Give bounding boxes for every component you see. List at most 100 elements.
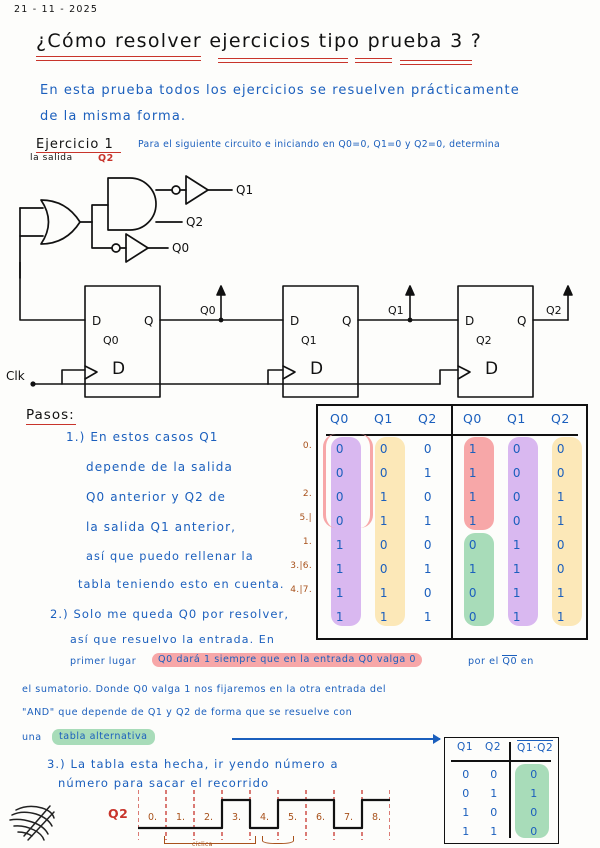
table-cell: 1 — [468, 490, 478, 504]
step2-line-1: así que resuelvo la entrada. En — [70, 633, 275, 646]
alt-cell: 1 — [462, 825, 470, 838]
alt-cell: 1 — [462, 806, 470, 819]
row-marker-0: 0. — [302, 441, 312, 451]
cycle-brace — [164, 836, 256, 844]
table-cell: 0 — [556, 466, 566, 480]
alt-cell: 0 — [530, 825, 538, 838]
table-cell: 1 — [468, 514, 478, 528]
alt-cell: 0 — [530, 806, 538, 819]
table-cell: 0 — [423, 490, 433, 504]
step2-line-2: primer lugar — [70, 656, 137, 667]
title-underline-1 — [36, 56, 201, 61]
svg-text:D: D — [290, 314, 299, 328]
step3-line-1: 3.) La tabla esta hecha, ir yendo número… — [47, 757, 339, 771]
column-highlight-0 — [331, 437, 361, 626]
step1-line-4: la salida Q1 anterior, — [86, 520, 237, 534]
alt-table-arrow — [232, 734, 441, 744]
step2-line-4: el sumatorio. Donde Q0 valga 1 nos fijar… — [22, 684, 387, 695]
table-cell: 1 — [335, 610, 345, 624]
table-cell: 1 — [335, 586, 345, 600]
table-cell: 0 — [379, 538, 389, 552]
timing-interval-1: 1. — [176, 812, 185, 823]
signature-doodle — [2, 796, 68, 846]
gate-output-q2-label: Q2 — [186, 215, 203, 229]
alt-header-1: Q2 — [485, 741, 502, 753]
date-text: 21 - 11 - 2025 — [14, 4, 99, 15]
table-header-1: Q1 — [374, 411, 393, 426]
svg-text:Q: Q — [517, 314, 526, 328]
cycle-label: cíclica — [192, 841, 213, 848]
q0-overline: Q0 — [502, 655, 518, 667]
intro-line-1: En esta prueba todos los ejercicios se r… — [40, 83, 520, 98]
step3-line-2: número para sacar el recorrido — [58, 776, 270, 790]
timing-interval-4: 4. — [260, 812, 269, 823]
table-header-4: Q1 — [507, 411, 526, 426]
svg-text:D: D — [465, 314, 474, 328]
exercise-sublabel-highlight: Q2 — [98, 153, 114, 164]
step2-head: 2.) Solo me queda Q0 por resolver, — [50, 607, 290, 621]
alt-table-header-rule — [451, 760, 551, 762]
table-cell: 1 — [512, 562, 522, 576]
table-cell: 0 — [379, 562, 389, 576]
alt-cell: 0 — [490, 768, 498, 781]
step1-line-1: 1.) En estos casos Q1 — [66, 430, 219, 444]
exercise-label-underline — [36, 152, 121, 153]
alt-table-divider — [509, 742, 511, 838]
table-cell: 0 — [335, 442, 345, 456]
table-cell: 1 — [468, 442, 478, 456]
gate-output-q1-label: Q1 — [236, 183, 253, 197]
step2-line-6: una — [22, 732, 42, 743]
svg-text:Q2: Q2 — [546, 304, 562, 317]
table-header-2: Q2 — [418, 411, 437, 426]
table-cell: 0 — [423, 442, 433, 456]
table-cell: 0 — [512, 466, 522, 480]
svg-text:Clk: Clk — [6, 369, 25, 383]
table-cell: 0 — [379, 466, 389, 480]
timing-waveform — [138, 798, 390, 830]
exercise-label: Ejercicio 1 — [36, 137, 114, 152]
steps-heading-underline — [26, 424, 76, 425]
table-cell: 1 — [335, 538, 345, 552]
table-cell: 0 — [335, 466, 345, 480]
title-underline-2 — [218, 58, 348, 63]
alt-cell: 0 — [462, 787, 470, 800]
step1-line-2: depende de la salida — [86, 460, 233, 474]
table-header-0: Q0 — [330, 411, 349, 426]
step1-line-6: tabla teniendo esto en cuenta. — [78, 578, 285, 591]
row-marker-5: 3.|6. — [290, 561, 312, 571]
table-cell: 0 — [556, 538, 566, 552]
cycle-brace-small — [262, 836, 294, 844]
svg-text:Q1: Q1 — [388, 304, 404, 317]
steps-heading: Pasos: — [26, 407, 75, 423]
timing-interval-7: 7. — [344, 812, 353, 823]
table-header-rule — [326, 434, 578, 436]
column-highlight-1 — [375, 437, 405, 626]
table-cell: 0 — [468, 586, 478, 600]
table-cell: 0 — [556, 562, 566, 576]
table-cell: 1 — [556, 514, 566, 528]
alt-cell: 1 — [490, 787, 498, 800]
table-cell: 0 — [556, 442, 566, 456]
table-cell: 1 — [556, 490, 566, 504]
step2-line-5: "AND" que depende de Q1 y Q2 de forma qu… — [22, 707, 353, 718]
column-highlight-5 — [552, 437, 582, 626]
table-cell: 1 — [512, 610, 522, 624]
step2-green-highlight: tabla alternativa — [52, 729, 155, 745]
table-cell: 0 — [379, 442, 389, 456]
table-cell: 1 — [379, 610, 389, 624]
q0-bracket — [323, 434, 373, 528]
table-cell: 1 — [556, 610, 566, 624]
table-cell: 0 — [468, 538, 478, 552]
column-highlight-4 — [508, 437, 538, 626]
timing-diagram: 0.1.2.3.4.5.6.7.8. — [138, 788, 390, 844]
timing-interval-8: 8. — [372, 812, 381, 823]
alt-cell: 1 — [530, 787, 538, 800]
table-cell: 1 — [512, 586, 522, 600]
row-marker-4: 1. — [302, 537, 312, 547]
table-cell: 1 — [379, 586, 389, 600]
table-cell: 1 — [423, 562, 433, 576]
table-cell: 1 — [423, 610, 433, 624]
title-underline-4 — [400, 60, 472, 65]
